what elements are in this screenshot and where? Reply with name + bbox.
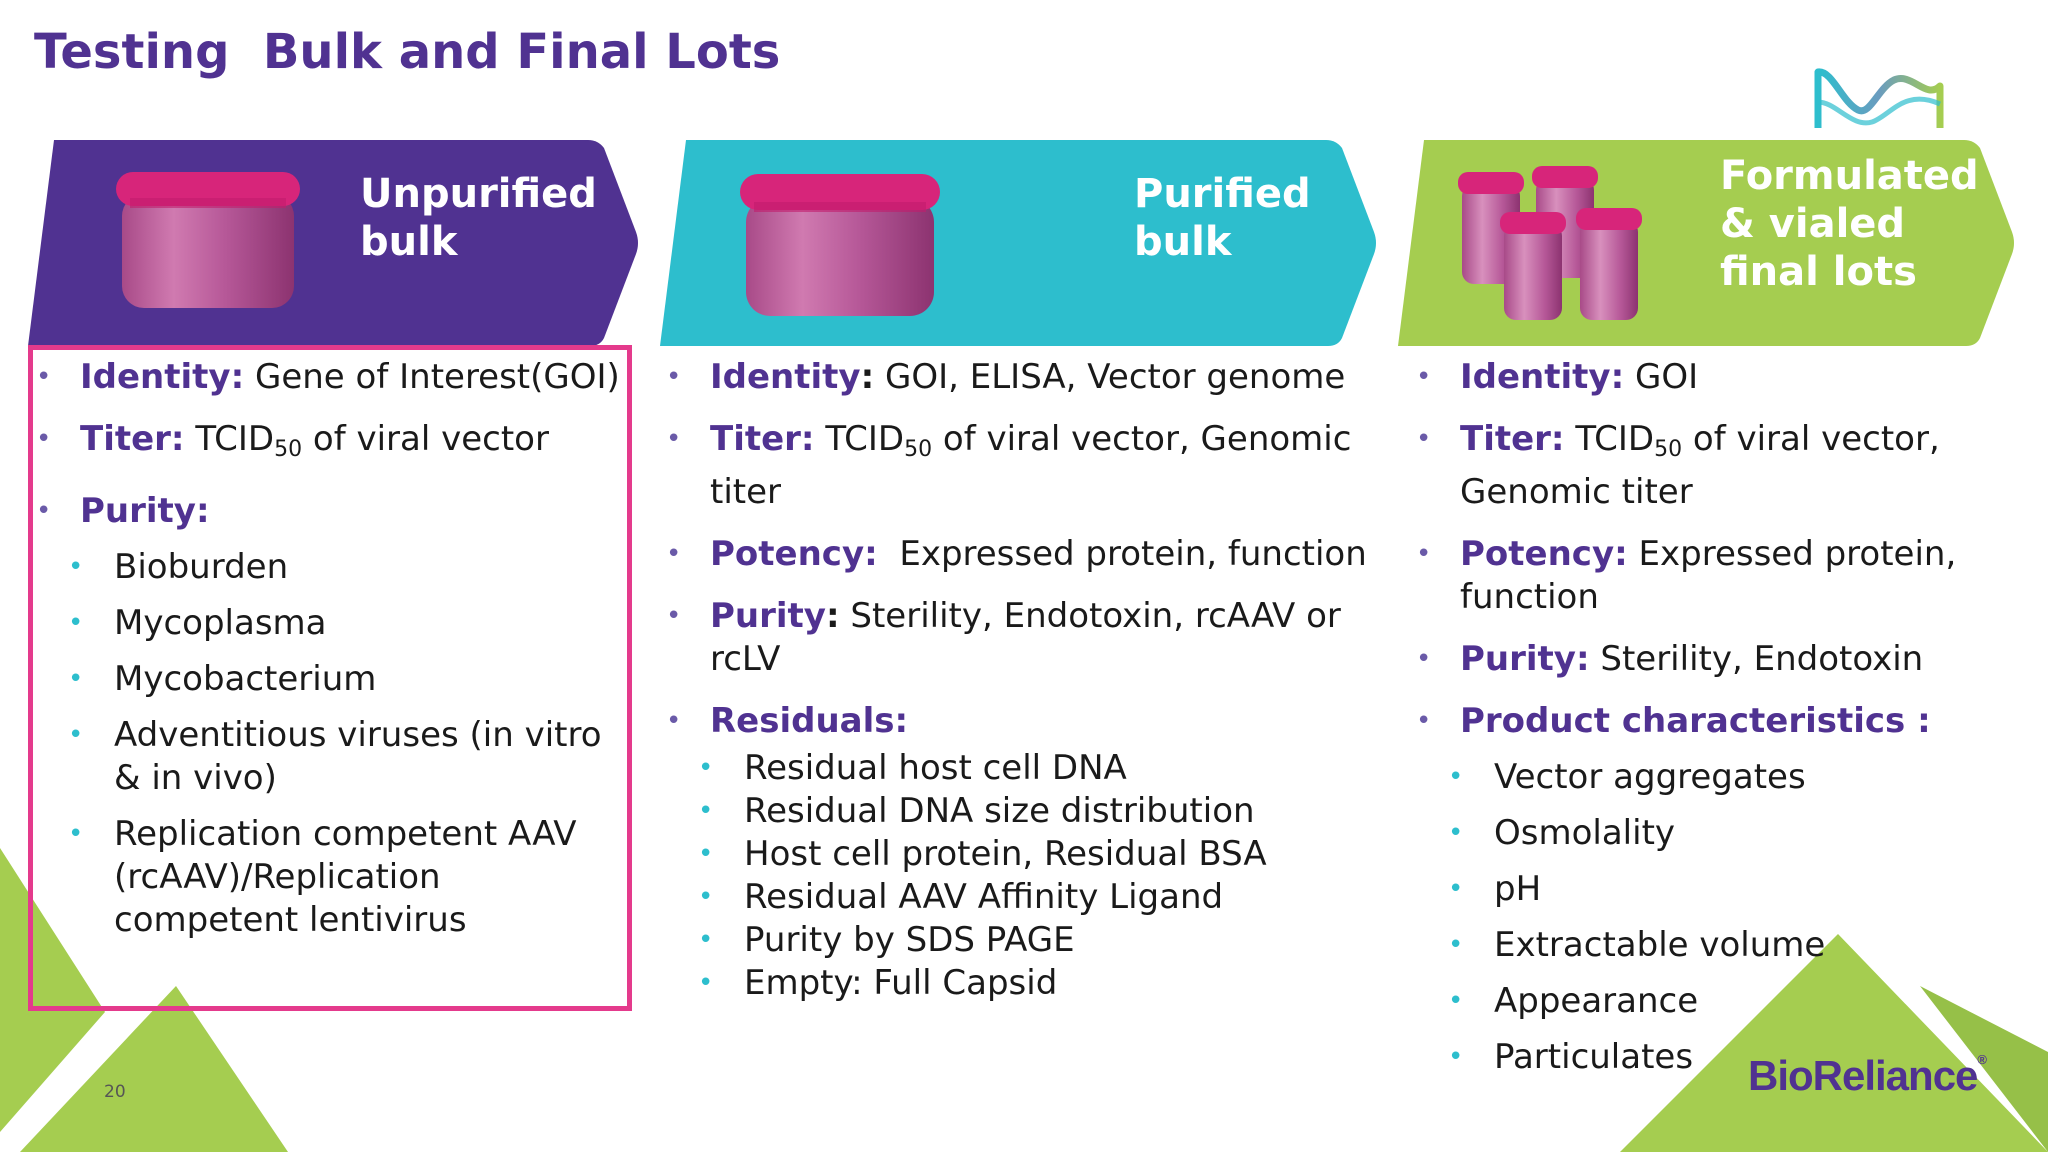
sub-item: •Osmolality — [1448, 813, 1676, 853]
banner-label-line: bulk — [360, 219, 458, 265]
list-item-purity: •Purity: — [36, 491, 210, 531]
banner-label-line: final lots — [1720, 249, 1917, 295]
banner-purified-bulk: Purified bulk — [660, 140, 1380, 346]
sub-item: •Replication competent AAV (rcAAV)/Repli… — [68, 814, 577, 940]
list-item-potency: •Potency: Expressed protein, function — [1416, 534, 1957, 617]
page-title: Testing Bulk and Final Lots — [34, 24, 781, 80]
banner-label-line: Unpurified — [360, 171, 597, 217]
sub-item: •Mycobacterium — [68, 659, 377, 699]
decorative-triangle-right — [1620, 934, 2048, 1152]
sub-item: •pH — [1448, 869, 1542, 909]
sub-item: •Purity by SDS PAGE — [698, 920, 1075, 960]
single-jar-icon — [116, 172, 300, 308]
sub-item: •Host cell protein, Residual BSA — [698, 834, 1267, 874]
list-item-titer: •Titer: TCID50 of viral vector — [36, 419, 549, 462]
list-item-identity: •Identity: GOI — [1416, 357, 1699, 397]
list-item-residuals: •Residuals: — [666, 701, 909, 741]
column-final-lots: •Identity: GOI •Titer: TCID50 of viral v… — [1416, 356, 2020, 1092]
banner-label-line: Formulated — [1720, 153, 1979, 199]
list-item-potency: •Potency: Expressed protein, function — [666, 534, 1367, 574]
list-item-titer: •Titer: TCID50 of viral vector, Genomic … — [666, 419, 1352, 512]
sub-item: •Bioburden — [68, 547, 289, 587]
sub-item: •Particulates — [1448, 1037, 1694, 1077]
list-item-identity: •Identity: Gene of Interest(GOI) — [36, 357, 620, 397]
highlight-box — [28, 345, 632, 1011]
bioreliance-logo: BioReliance® — [1748, 1052, 1987, 1099]
list-item-purity: •Purity: Sterility, Endotoxin — [1416, 639, 1924, 679]
decorative-triangle-left — [0, 848, 288, 1152]
sub-item: •Residual DNA size distribution — [698, 791, 1255, 831]
sub-item: •Appearance — [1448, 981, 1699, 1021]
sub-item: •Empty: Full Capsid — [698, 963, 1058, 1003]
list-item-product-characteristics: •Product characteristics : — [1416, 701, 1931, 741]
column-unpurified: •Identity: Gene of Interest(GOI) •Titer:… — [36, 356, 620, 955]
sub-item: •Residual host cell DNA — [698, 748, 1127, 788]
sub-item: •Vector aggregates — [1448, 757, 1806, 797]
multiple-vials-icon — [1458, 166, 1642, 320]
banner-label-line: bulk — [1134, 219, 1232, 265]
sub-item: •Extractable volume — [1448, 925, 1826, 965]
sub-item: •Mycoplasma — [68, 603, 327, 643]
single-jar-icon — [740, 174, 940, 316]
banner-label-line: & vialed — [1720, 201, 1906, 247]
banner-label-line: Purified — [1134, 171, 1311, 217]
page-number: 20 — [104, 1082, 126, 1102]
column-purified: •Identity: GOI, ELISA, Vector genome •Ti… — [666, 356, 1390, 1005]
sub-item: •Adventitious viruses (in vitro & in viv… — [68, 715, 602, 798]
banner-unpurified-bulk: Unpurified bulk — [28, 140, 640, 346]
list-item-purity: •Purity: Sterility, Endotoxin, rcAAV or … — [666, 596, 1341, 679]
list-item-identity: •Identity: GOI, ELISA, Vector genome — [666, 357, 1346, 397]
sub-item: •Residual AAV Affinity Ligand — [698, 877, 1224, 917]
merck-logo — [1814, 68, 1944, 128]
banner-final-lots: Formulated & vialed final lots — [1398, 140, 2018, 346]
list-item-titer: •Titer: TCID50 of viral vector, Genomic … — [1416, 419, 1940, 512]
